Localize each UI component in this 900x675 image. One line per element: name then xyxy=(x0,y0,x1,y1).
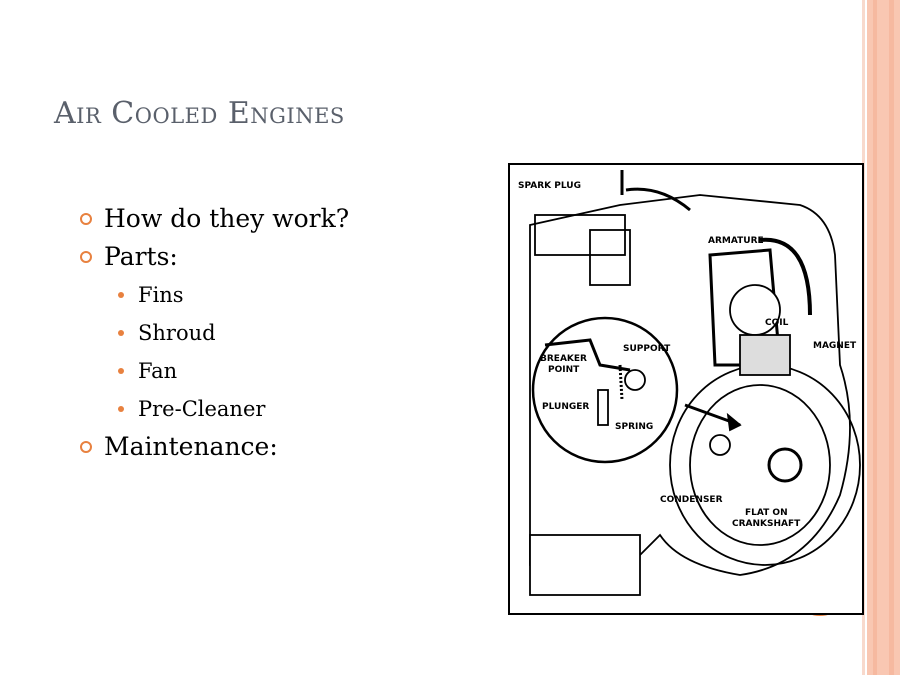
ring-bullet-icon xyxy=(80,213,92,225)
bullet-text: Fan xyxy=(138,359,178,383)
dot-bullet-icon xyxy=(118,330,124,336)
bullet-item: How do they work? xyxy=(80,200,349,238)
label-crankshaft: CRANKSHAFT xyxy=(732,519,801,529)
bullet-text: Parts: xyxy=(104,242,178,271)
ring-bullet-icon xyxy=(80,251,92,263)
label-armature: ARMATURE xyxy=(708,236,764,246)
dot-bullet-icon xyxy=(118,292,124,298)
bullet-item: Parts: xyxy=(80,238,349,276)
bullet-text: Shroud xyxy=(138,321,216,345)
label-support: SUPPORT xyxy=(623,344,671,354)
label-coil: COIL xyxy=(765,318,789,328)
bullet-item: Maintenance: xyxy=(80,428,349,466)
ring-bullet-icon xyxy=(80,441,92,453)
label-plunger: PLUNGER xyxy=(542,402,589,412)
dot-bullet-icon xyxy=(118,406,124,412)
bullet-list: How do they work? Parts: Fins Shroud Fan… xyxy=(80,200,349,466)
engine-ignition-diagram: SPARK PLUG ARMATURE COIL MAGNET SUPPORT … xyxy=(508,163,864,615)
decorative-side-stripe xyxy=(867,0,900,675)
dot-bullet-icon xyxy=(118,368,124,374)
label-flat-on: FLAT ON xyxy=(745,508,788,518)
sub-bullet-item: Fins xyxy=(80,276,349,314)
slide-title: Air Cooled Engines xyxy=(54,96,345,131)
sub-bullet-item: Shroud xyxy=(80,314,349,352)
label-point: POINT xyxy=(548,365,580,375)
sub-bullet-item: Pre-Cleaner xyxy=(80,390,349,428)
sub-bullet-item: Fan xyxy=(80,352,349,390)
label-condenser: CONDENSER xyxy=(660,495,723,505)
label-magnet: MAGNET xyxy=(813,341,857,351)
bullet-text: How do they work? xyxy=(104,204,350,233)
bullet-text: Maintenance: xyxy=(104,432,278,461)
label-spark-plug: SPARK PLUG xyxy=(518,181,581,191)
bullet-text: Pre-Cleaner xyxy=(138,397,266,421)
bullet-text: Fins xyxy=(138,283,184,307)
label-breaker: BREAKER xyxy=(540,354,587,364)
label-spring: SPRING xyxy=(615,422,653,432)
